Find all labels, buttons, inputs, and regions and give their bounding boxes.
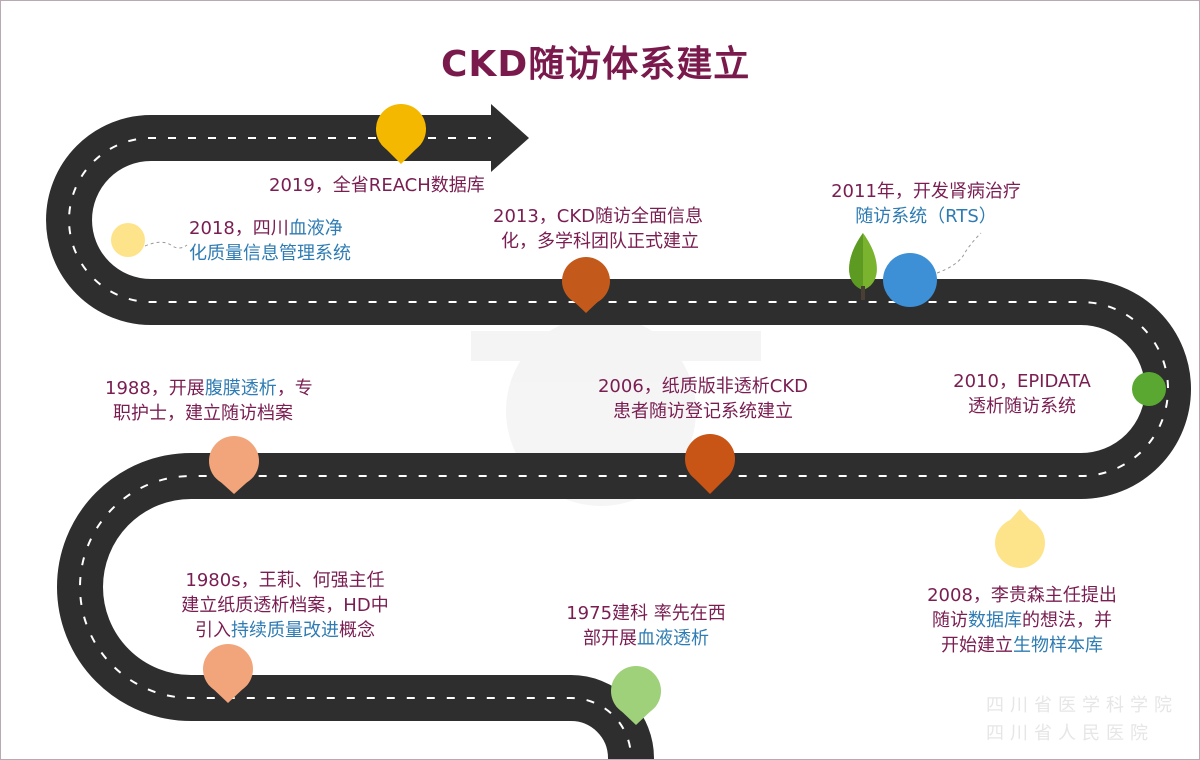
event-2008-line2: 随访数据库的想法，并 xyxy=(932,610,1112,631)
event-1980s-line3: 引入持续质量改进概念 xyxy=(195,620,375,641)
event-2013-line2: 化，多学科团队正式建立 xyxy=(501,231,699,252)
watermark-line1: 四川省医学科学院 xyxy=(986,695,1178,716)
event-1988-line1: 1988，开展腹膜透析，专 xyxy=(105,378,313,399)
event-1975-line2: 部开展血液透析 xyxy=(583,628,709,649)
tree-icon xyxy=(849,233,877,300)
event-2018-line1: 2018，四川血液净 xyxy=(189,218,343,239)
dot-2018 xyxy=(111,223,188,257)
event-1975-line1: 1975建科 率先在西 xyxy=(566,603,726,624)
event-2006: 2006，纸质版非透析CKD 患者随访登记系统建立 xyxy=(577,374,829,424)
event-1975: 1975建科 率先在西 部开展血液透析 xyxy=(551,601,741,651)
event-2010-line1: 2010，EPIDATA xyxy=(953,371,1091,392)
event-1980s-line2: 建立纸质透析档案，HD中 xyxy=(181,595,389,616)
event-2006-line1: 2006，纸质版非透析CKD xyxy=(597,376,809,397)
event-2018: 2018，四川血液净 化质量信息管理系统 xyxy=(189,216,351,266)
event-2010: 2010，EPIDATA 透析随访系统 xyxy=(936,369,1108,419)
event-2018-line2: 化质量信息管理系统 xyxy=(189,243,351,264)
event-1988-line2: 职护士，建立随访档案 xyxy=(113,403,293,424)
event-2019: 2019，全省REACH数据库 xyxy=(269,173,485,198)
pin-2008 xyxy=(995,509,1045,568)
event-2008-line3: 开始建立生物样本库 xyxy=(941,635,1103,656)
watermark-line2: 四川省人民医院 xyxy=(986,723,1154,744)
road-arrow-head xyxy=(491,104,529,172)
pin-2019 xyxy=(376,104,426,164)
pin-1988 xyxy=(209,436,259,494)
road-markings xyxy=(68,137,1169,759)
event-2010-line2: 透析随访系统 xyxy=(968,396,1076,417)
event-2011-line1: 2011年，开发肾病治疗 xyxy=(831,181,1021,202)
dot-2010 xyxy=(1132,372,1166,406)
event-2013: 2013，CKD随访全面信息 化，多学科团队正式建立 xyxy=(493,204,703,254)
event-1988: 1988，开展腹膜透析，专 职护士，建立随访档案 xyxy=(105,376,313,426)
event-2011-line2: 随访系统（RTS） xyxy=(855,206,997,227)
page-title: CKD随访体系建立 xyxy=(441,44,751,85)
event-2008-line1: 2008，李贵森主任提出 xyxy=(927,585,1117,606)
pin-2006 xyxy=(685,434,735,494)
pin-1975 xyxy=(611,666,661,725)
event-1980s: 1980s，王莉、何强主任 建立纸质透析档案，HD中 引入持续质量改进概念 xyxy=(159,568,411,643)
pin-1980s xyxy=(203,644,253,703)
event-2013-line1: 2013，CKD随访全面信息 xyxy=(493,206,704,227)
dot-2011 xyxy=(883,232,982,307)
event-2019-line1: 2019，全省REACH数据库 xyxy=(269,175,485,196)
pin-2013 xyxy=(562,257,610,313)
event-2006-line2: 患者随访登记系统建立 xyxy=(613,401,793,422)
event-1980s-line1: 1980s，王莉、何强主任 xyxy=(185,570,385,591)
event-2008: 2008，李贵森主任提出 随访数据库的想法，并 开始建立生物样本库 xyxy=(906,583,1138,658)
event-2011: 2011年，开发肾病治疗 随访系统（RTS） xyxy=(813,179,1039,229)
